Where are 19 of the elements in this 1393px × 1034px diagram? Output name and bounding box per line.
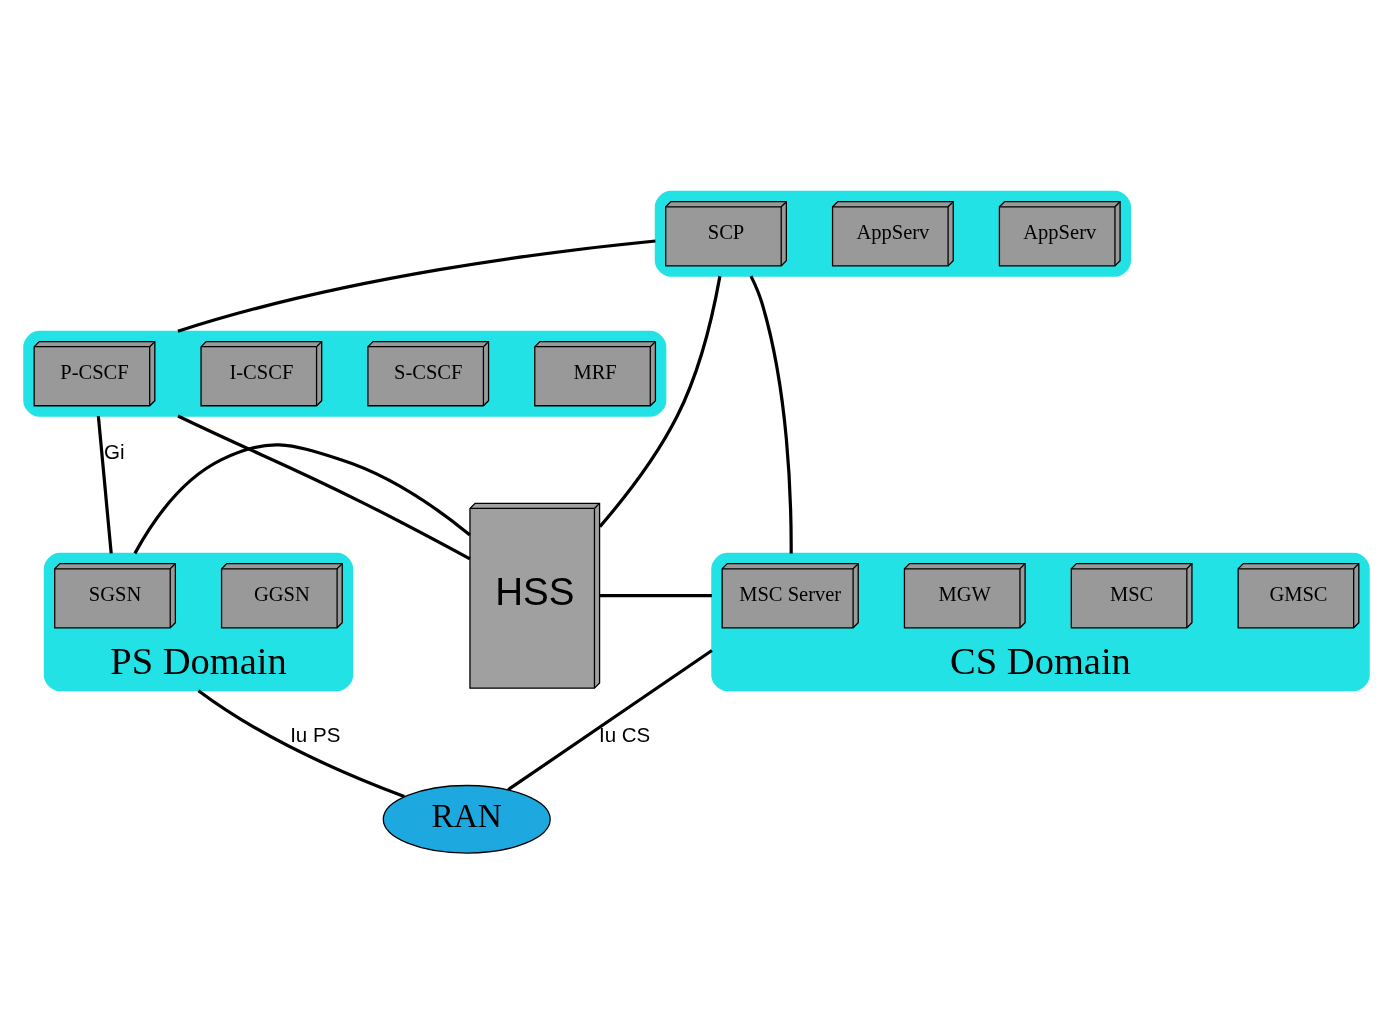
connector [133, 443, 471, 555]
connector [197, 689, 405, 799]
connector [177, 414, 471, 561]
node-label: PS Domain [110, 640, 287, 683]
connector [507, 649, 713, 792]
edge-label: Iu CS [598, 722, 651, 746]
connector [599, 594, 712, 598]
edge-label: Gi [104, 440, 125, 464]
cluster [23, 330, 667, 417]
connector [749, 275, 793, 554]
connector [177, 239, 656, 333]
connector [96, 415, 113, 554]
cluster [43, 552, 354, 692]
cluster [711, 552, 1370, 692]
edge-label: Iu PS [290, 722, 341, 746]
node-ellipse: RAN [382, 784, 551, 854]
connector [598, 275, 722, 528]
cluster [654, 190, 1131, 277]
node-label: CS Domain [950, 640, 1131, 683]
